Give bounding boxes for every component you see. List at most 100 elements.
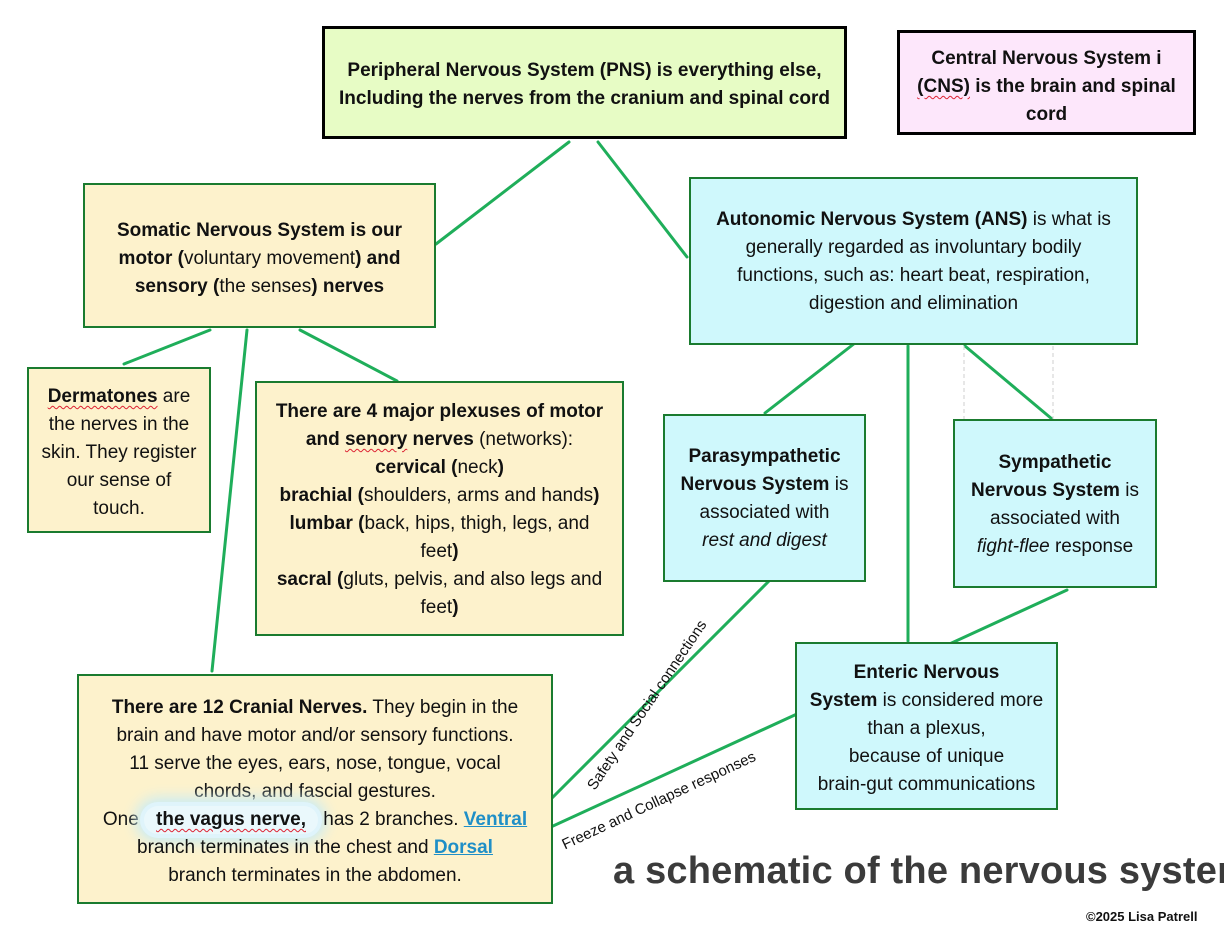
- cns-line-3: cord: [1025, 104, 1068, 125]
- somatic-dermatones-line: [122, 328, 212, 366]
- pns-box: Peripheral Nervous System (PNS) is every…: [322, 26, 847, 139]
- enteric-system: System: [809, 690, 878, 711]
- brachial-close: ): [593, 485, 600, 506]
- para-is: is: [829, 474, 849, 495]
- lumbar-label: lumbar (: [289, 513, 365, 534]
- plexuses-nerves: nerves: [407, 429, 474, 450]
- somatic-cranial-line: [210, 328, 249, 673]
- somatic-line-1: Somatic Nervous System is our: [116, 220, 403, 241]
- vagus-highlight: the vagus nerve,: [144, 806, 318, 834]
- somatic-sensory-desc: the senses: [219, 276, 312, 297]
- plexus-lumbar: lumbar (back, hips, thigh, legs, and: [257, 510, 622, 538]
- sacral-label: sacral (: [276, 569, 344, 590]
- ventral-link[interactable]: Ventral: [463, 809, 528, 830]
- plexus-sacral: sacral (gluts, pelvis, and also legs and: [257, 566, 622, 594]
- dermatones-line-4: our sense of: [66, 470, 172, 491]
- cns-abbr: (CNS): [917, 76, 970, 97]
- brachial-desc: shoulders, arms and hands: [363, 485, 594, 506]
- parasympathetic-box: Parasympathetic Nervous System is associ…: [663, 414, 866, 582]
- dermatones-word: Dermatones: [47, 386, 158, 407]
- cranial-box: There are 12 Cranial Nerves. They begin …: [77, 674, 553, 904]
- cns-line-1: Central Nervous System i: [931, 48, 1162, 69]
- plexus-lumbar-cont: feet): [257, 538, 622, 566]
- copyright: ©2025 Lisa Patrell: [1086, 909, 1198, 924]
- para-line-2: Nervous System is: [665, 471, 864, 499]
- somatic-sensory: sensory (: [134, 276, 220, 297]
- plexuses-line-1: There are 4 major plexuses of motor: [275, 401, 604, 422]
- plexuses-networks: (networks):: [473, 429, 574, 450]
- plexuses-box: There are 4 major plexuses of motor and …: [255, 381, 624, 636]
- para-line-4: rest and digest: [702, 530, 827, 551]
- cranial-heading: There are 12 Cranial Nerves.: [111, 697, 368, 718]
- lumbar-close: ): [452, 541, 459, 562]
- cranial-line-1-rest: They begin in the: [367, 697, 519, 718]
- enteric-line-1: Enteric Nervous: [853, 662, 1000, 683]
- plexus-brachial: brachial (shoulders, arms and hands): [257, 482, 622, 510]
- lumbar-desc-2: feet: [420, 541, 453, 562]
- sympathetic-box: Sympathetic Nervous System is associated…: [953, 419, 1157, 588]
- symp-line-1: Sympathetic: [998, 452, 1112, 473]
- sacral-close: ): [452, 597, 459, 618]
- ans-line-2: generally regarded as involuntary bodily: [745, 237, 1082, 258]
- brachial-label: brachial (: [279, 485, 364, 506]
- dorsal-link[interactable]: Dorsal: [433, 837, 493, 858]
- symp-line-4: fight-flee response: [955, 533, 1155, 561]
- cranial-line-6: branch terminates in the chest and Dorsa…: [79, 834, 551, 862]
- cranial-one: One: [102, 809, 145, 830]
- cns-box: Central Nervous System i (CNS) is the br…: [897, 30, 1196, 135]
- somatic-plexus-line: [298, 328, 399, 383]
- parasympathetic-ventral-line: [528, 578, 772, 822]
- cranial-line-2: brain and have motor and/or sensory func…: [116, 725, 514, 746]
- cranial-line-5: One the vagus nerve, has 2 branches. Ven…: [79, 806, 551, 834]
- cranial-line-7: branch terminates in the abdomen.: [168, 865, 462, 886]
- symp-response: response: [1049, 536, 1134, 557]
- cns-line-2-rest: is the brain and spinal: [969, 76, 1176, 97]
- sacral-desc: gluts, pelvis, and also legs and: [343, 569, 603, 590]
- ans-box: Autonomic Nervous System (ANS) is what i…: [689, 177, 1138, 345]
- somatic-line-3: sensory (the senses) nerves: [85, 273, 434, 301]
- cervical-desc: neck: [457, 457, 498, 478]
- pns-somatic-line: [434, 140, 571, 246]
- sympathetic-dorsal-line: [514, 588, 1069, 845]
- dermatones-line-5: touch.: [93, 498, 145, 519]
- enteric-line-4: because of unique: [848, 746, 1005, 767]
- symp-line-2: Nervous System is: [955, 477, 1155, 505]
- symp-ns: Nervous System: [971, 480, 1120, 501]
- plexus-sacral-cont: feet): [257, 594, 622, 622]
- vagus-nerve-text: the vagus nerve,: [156, 809, 306, 830]
- ans-line-4: digestion and elimination: [808, 293, 1019, 314]
- symp-fight-flee: fight-flee: [976, 536, 1050, 557]
- ans-line-1: Autonomic Nervous System (ANS) is what i…: [691, 206, 1136, 234]
- diagram-title: a schematic of the nervous system: [613, 850, 1224, 892]
- para-line-1: Parasympathetic: [688, 446, 841, 467]
- somatic-nerves: ) nerves: [311, 276, 385, 297]
- dermatones-line-3: skin. They register: [41, 442, 197, 463]
- somatic-line-2: motor (voluntary movement) and: [85, 245, 434, 273]
- somatic-and: ) and: [355, 248, 401, 269]
- enteric-line-2: System is considered more: [797, 687, 1056, 715]
- para-line-3: associated with: [699, 502, 830, 523]
- somatic-motor-desc: voluntary movement: [183, 248, 356, 269]
- plexus-cervical: cervical (neck): [257, 454, 622, 482]
- pns-line-1: Peripheral Nervous System (PNS) is every…: [347, 60, 822, 81]
- ans-line-3: functions, such as: heart beat, respirat…: [737, 265, 1090, 286]
- ans-heading: Autonomic Nervous System (ANS): [716, 209, 1028, 230]
- ans-line-1-rest: is what is: [1027, 209, 1111, 230]
- pns-ans-line: [596, 140, 689, 259]
- cranial-line-6-text: branch terminates in the chest and: [137, 837, 434, 858]
- dermatones-line-2: the nerves in the: [48, 414, 190, 435]
- cranial-line-4: chords, and fascial gestures.: [194, 781, 436, 802]
- symp-is: is: [1119, 480, 1139, 501]
- plexuses-and: and: [305, 429, 345, 450]
- cranial-has-branches: has 2 branches.: [318, 809, 464, 830]
- symp-line-3: associated with: [990, 508, 1120, 529]
- sacral-desc-2: feet: [420, 597, 453, 618]
- ans-parasympathetic-line: [763, 341, 857, 415]
- plexuses-line-2: and senory nerves (networks):: [257, 426, 622, 454]
- cranial-line-3: 11 serve the eyes, ears, nose, tongue, v…: [129, 753, 501, 774]
- somatic-motor: motor (: [118, 248, 184, 269]
- cervical-label: cervical (: [375, 457, 458, 478]
- ans-sympathetic-line: [963, 344, 1054, 421]
- enteric-line-2-rest: is considered more: [877, 690, 1044, 711]
